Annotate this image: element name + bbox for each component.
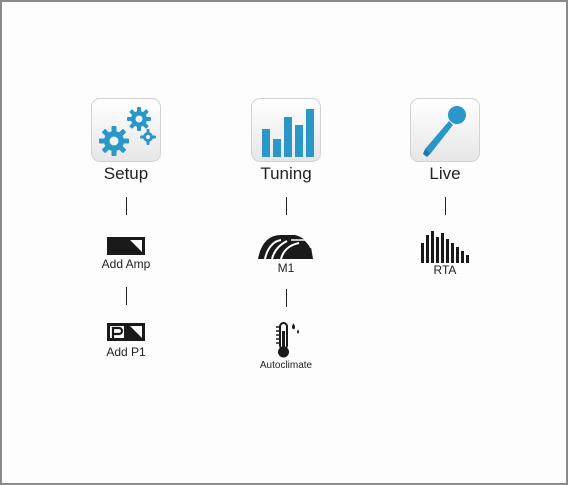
live-label: Live bbox=[429, 164, 461, 183]
tuning-label: Tuning bbox=[260, 164, 312, 183]
bar-chart-icon bbox=[262, 109, 314, 157]
gears-icon bbox=[99, 107, 156, 156]
add-p1-label: Add P1 bbox=[106, 345, 146, 359]
rta-step[interactable]: RTA bbox=[400, 229, 490, 277]
connector-line bbox=[125, 197, 127, 215]
rta-bars-icon bbox=[421, 231, 469, 263]
rta-label: RTA bbox=[433, 263, 457, 277]
add-p1-step[interactable]: Add P1 bbox=[81, 319, 171, 359]
tuning-column: Tuning M1 bbox=[241, 98, 331, 373]
car-tunnel-icon bbox=[258, 235, 313, 260]
microphone-icon bbox=[423, 106, 466, 157]
setup-column: Setup Add Amp Add P1 bbox=[81, 98, 171, 359]
setup-label: Setup bbox=[103, 164, 149, 183]
m1-step[interactable]: M1 bbox=[241, 231, 331, 275]
add-amp-label: Add Amp bbox=[101, 257, 151, 271]
connector-line bbox=[285, 289, 287, 307]
setup-button[interactable] bbox=[91, 98, 161, 162]
connector-line bbox=[444, 197, 446, 215]
amp-icon bbox=[107, 237, 145, 255]
thermometer-icon bbox=[276, 322, 299, 358]
tuning-button[interactable] bbox=[251, 98, 321, 162]
connector-line bbox=[285, 197, 287, 215]
live-column: Live RTA bbox=[400, 98, 490, 277]
autoclimate-label: Autoclimate bbox=[259, 360, 313, 371]
m1-label: M1 bbox=[277, 261, 295, 275]
p1-icon bbox=[107, 323, 145, 341]
autoclimate-step[interactable]: Autoclimate bbox=[241, 321, 331, 373]
add-amp-step[interactable]: Add Amp bbox=[81, 235, 171, 271]
connector-line bbox=[125, 287, 127, 305]
live-button[interactable] bbox=[410, 98, 480, 162]
